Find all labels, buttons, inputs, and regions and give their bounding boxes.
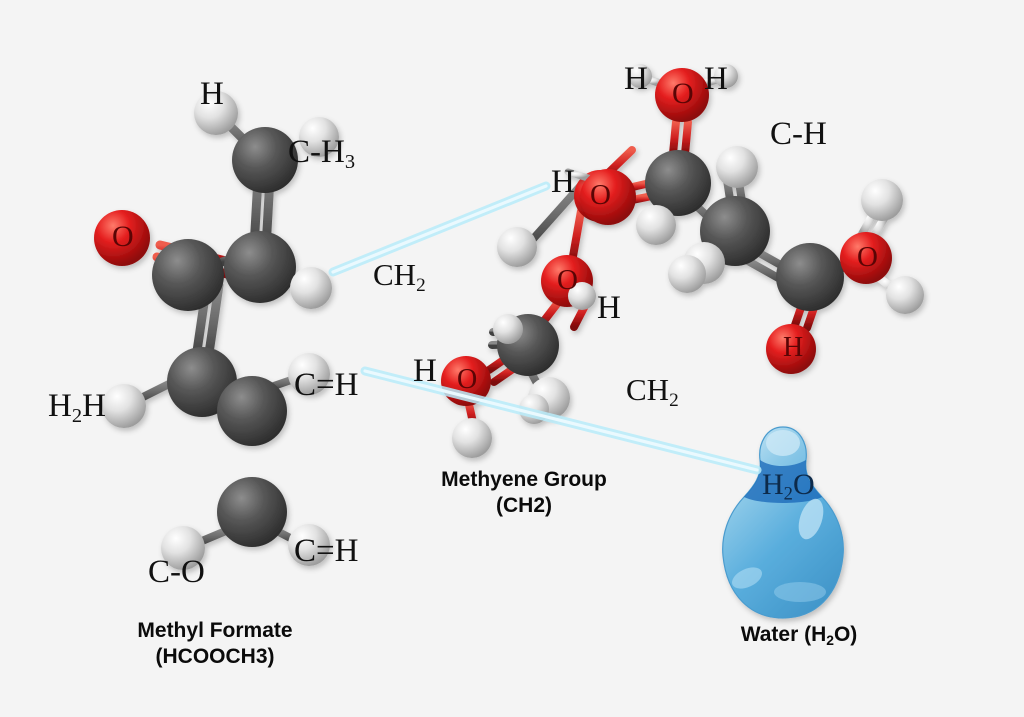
atom-hydrogen (194, 91, 238, 135)
atom-carbon (224, 231, 296, 303)
atom-oxygen (94, 210, 150, 266)
label-mg-h-upper: H (551, 164, 575, 200)
label-right-h-right: H (704, 61, 728, 97)
atom-hydrogen (161, 526, 205, 570)
atom-hydrogen (886, 276, 924, 314)
atom-hydrogen (568, 282, 596, 310)
label-mf-co: C-O (148, 554, 205, 590)
pointer-ch2-to-waterdrop (360, 366, 762, 475)
label-mf-ceh-lower: C=H (294, 533, 359, 569)
atom-hydrogen (299, 117, 339, 157)
label-ch2-right: CH2 (626, 372, 679, 411)
atom-hydrogen (288, 524, 330, 566)
molecule-methyene-group (441, 146, 636, 458)
atom-hydrogen (861, 179, 903, 221)
atom-oxygen (840, 232, 892, 284)
pointer-lines-layer (328, 181, 762, 475)
label-ch2-left: CH2 (373, 257, 426, 296)
atom-glyph-right-o-top: O (672, 77, 694, 110)
water-h2o-inner-label: H2O (762, 468, 815, 505)
atom-carbon (217, 376, 287, 446)
atom-hydrogen (716, 146, 758, 188)
label-mg-h-right: H (597, 290, 621, 326)
atom-hydrogen (288, 353, 330, 395)
atom-carbon (776, 243, 844, 311)
label-right-ch: C-H (770, 116, 827, 152)
label-mf-ch3: C-H3 (288, 134, 356, 174)
atom-glyph-mg-o-mid: O (557, 264, 578, 296)
label-mg-h-left: H (413, 353, 437, 389)
label-mf-ceh-upper: C=H (294, 367, 359, 403)
atom-hydrogen (102, 384, 146, 428)
atom-glyph-right-o-mid: O (857, 241, 878, 273)
molecule-methyl-formate (94, 91, 339, 570)
atom-glyph-mf-carbonyl-o: O (112, 220, 134, 253)
caption-methyl-formate: Methyl Formate (HCOOCH3) (137, 619, 293, 668)
atom-carbon (232, 127, 298, 193)
atom-glyph-mg-o-top: O (590, 179, 611, 211)
molecule-right-acid (564, 64, 924, 374)
atom-hydrogen (493, 314, 523, 344)
label-right-h-left: H (624, 61, 648, 97)
atom-carbon (645, 150, 711, 216)
atom-glyph-mg-o-low: O (457, 364, 478, 395)
atom-hydrogen (628, 64, 652, 88)
atom-carbon (217, 477, 287, 547)
atom-hydrogen (497, 227, 537, 267)
atom-hydrogen (668, 255, 706, 293)
atom-oxygen (580, 169, 636, 225)
caption-methyene-group: Methyene Group (CH2) (441, 468, 607, 517)
atom-carbon (152, 239, 224, 311)
atom-oxygen-red-h (766, 324, 816, 374)
atom-glyph-right-h-red: H (783, 332, 804, 363)
pointer-ch2-to-methyene (328, 181, 551, 277)
atom-hydrogen (290, 267, 332, 309)
caption-water: Water (H2O) (740, 623, 858, 648)
atom-hydrogen (452, 418, 492, 458)
atom-hydrogen (714, 64, 738, 88)
atom-oxygen (655, 68, 709, 122)
atom-hydrogen (636, 205, 676, 245)
water-droplet (722, 426, 844, 619)
label-mf-top-h: H (200, 76, 224, 112)
label-mf-h2h: H2H (48, 388, 106, 428)
